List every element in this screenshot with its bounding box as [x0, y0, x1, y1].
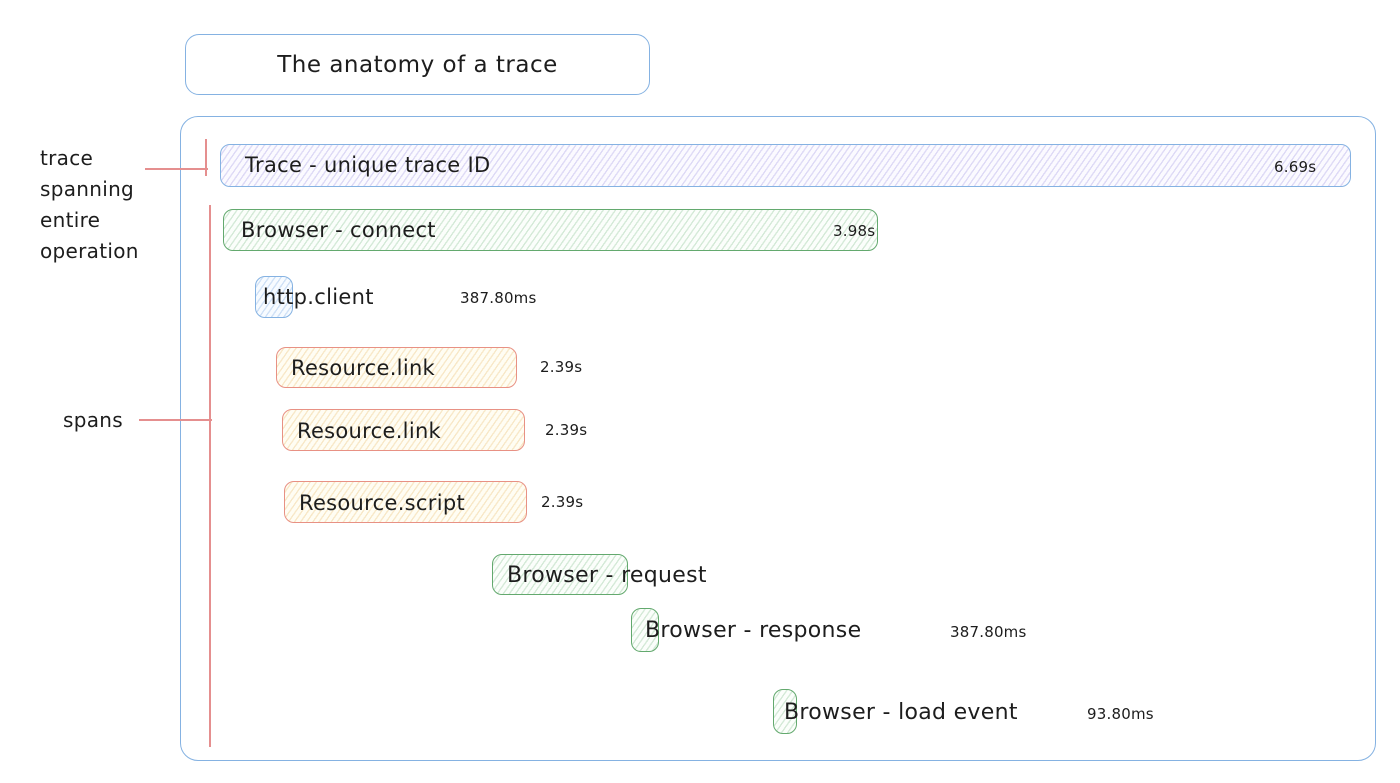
- span-duration: 2.39s: [541, 493, 584, 511]
- span-label: Trace - unique trace ID: [245, 153, 491, 177]
- trace-bar: [220, 144, 1351, 187]
- spans-bracket-line: [209, 205, 211, 747]
- span-duration: 2.39s: [540, 358, 583, 376]
- span-label: Browser - connect: [241, 218, 436, 242]
- trace-panel: [180, 116, 1376, 761]
- span-bar-http-client: [255, 276, 293, 318]
- span-duration: 2.39s: [545, 421, 588, 439]
- span-duration: 387.80ms: [460, 289, 537, 307]
- span-bar-browser-load-event: [773, 689, 797, 734]
- span-bar-browser-connect: [223, 209, 878, 251]
- trace-pointer-line: [145, 168, 208, 170]
- span-bar-resource-link-2: [282, 409, 525, 451]
- span-label: Resource.link: [297, 419, 442, 443]
- span-label: Browser - request: [507, 563, 707, 588]
- spans-pointer-line: [139, 419, 212, 421]
- span-duration: 6.69s: [1274, 158, 1317, 176]
- span-duration: 387.80ms: [950, 623, 1027, 641]
- span-bar-resource-script: [284, 481, 527, 523]
- span-duration: 93.80ms: [1087, 705, 1154, 723]
- diagram-title: The anatomy of a trace: [277, 51, 558, 78]
- annotation-spans: spans: [63, 408, 123, 432]
- title-box: The anatomy of a trace: [185, 34, 650, 95]
- span-bar-browser-response: [631, 608, 659, 652]
- annotation-trace-spanning: trace spanning entire operation: [40, 146, 139, 263]
- span-bar-resource-link-1: [276, 347, 517, 388]
- span-label: Resource.script: [299, 491, 465, 515]
- trace-pointer-tick: [205, 139, 207, 176]
- span-label: http.client: [263, 285, 374, 309]
- span-label: Resource.link: [291, 356, 436, 380]
- span-bar-browser-request: [492, 554, 628, 595]
- span-duration: 3.98s: [833, 222, 876, 240]
- span-label: Browser - load event: [784, 700, 1018, 725]
- span-label: Browser - response: [645, 618, 862, 643]
